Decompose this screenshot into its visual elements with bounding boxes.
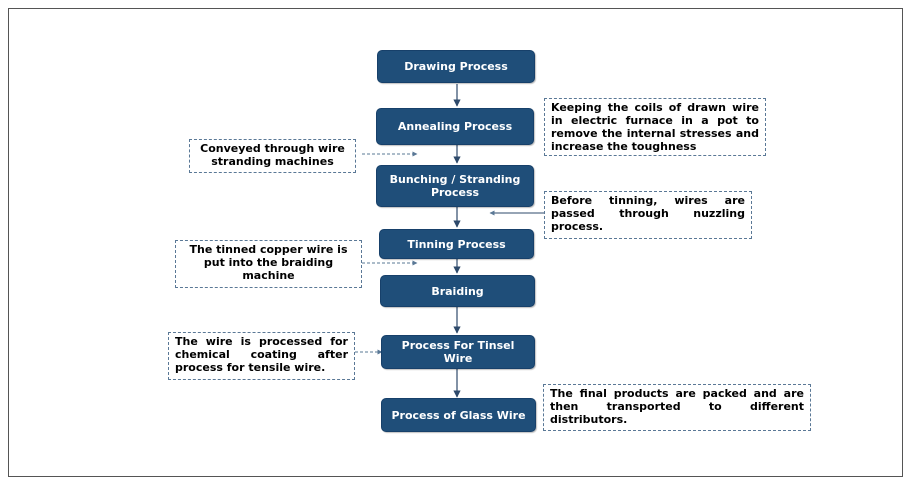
step-tinning: Tinning Process [379,229,534,259]
step-bunching: Bunching / Stranding Process [376,165,534,207]
note-tinning: Before tinning, wires are passed through… [544,191,752,239]
step-tinsel: Process For Tinsel Wire [381,335,535,369]
step-annealing: Annealing Process [376,108,534,145]
diagram-frame [8,8,903,477]
note-braiding: The tinned copper wire is put into the b… [175,240,362,288]
step-glass: Process of Glass Wire [381,398,536,432]
step-drawing: Drawing Process [377,50,535,83]
note-tinsel: The wire is processed for chemical coati… [168,332,355,380]
step-braiding: Braiding [380,275,535,307]
note-annealing: Keeping the coils of drawn wire in elect… [544,98,766,156]
note-stranding: Conveyed through wire stranding machines [189,139,356,173]
note-glass: The final products are packed and are th… [543,384,811,431]
